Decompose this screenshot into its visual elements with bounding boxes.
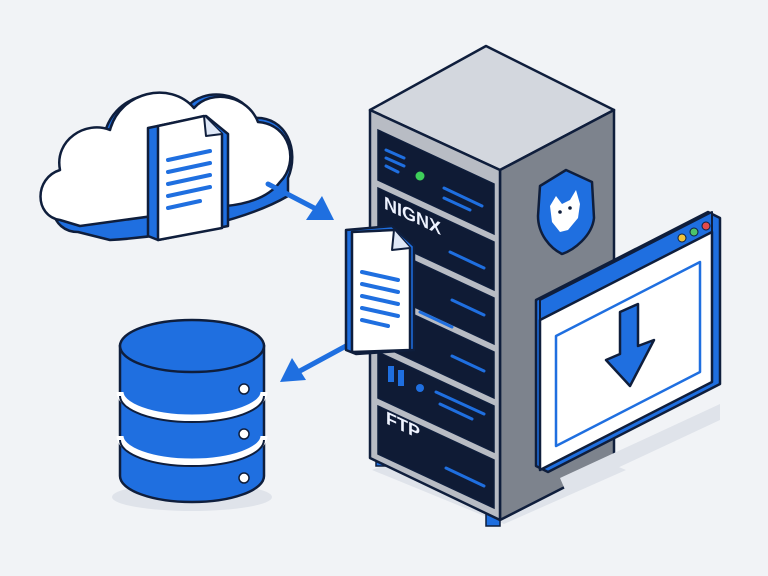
- window-dot-yellow: [677, 233, 687, 243]
- document-icon: [146, 114, 230, 242]
- database-icon: [112, 318, 272, 511]
- window-dot-red: [701, 221, 711, 231]
- wolf-shield-icon: [536, 168, 596, 256]
- download-arrow-icon: [604, 302, 656, 388]
- arrow-to-database: [280, 343, 349, 382]
- window-dot-green: [689, 227, 699, 237]
- arrow-to-server: [265, 181, 334, 220]
- document-icon: [344, 224, 416, 356]
- status-led: [415, 171, 425, 181]
